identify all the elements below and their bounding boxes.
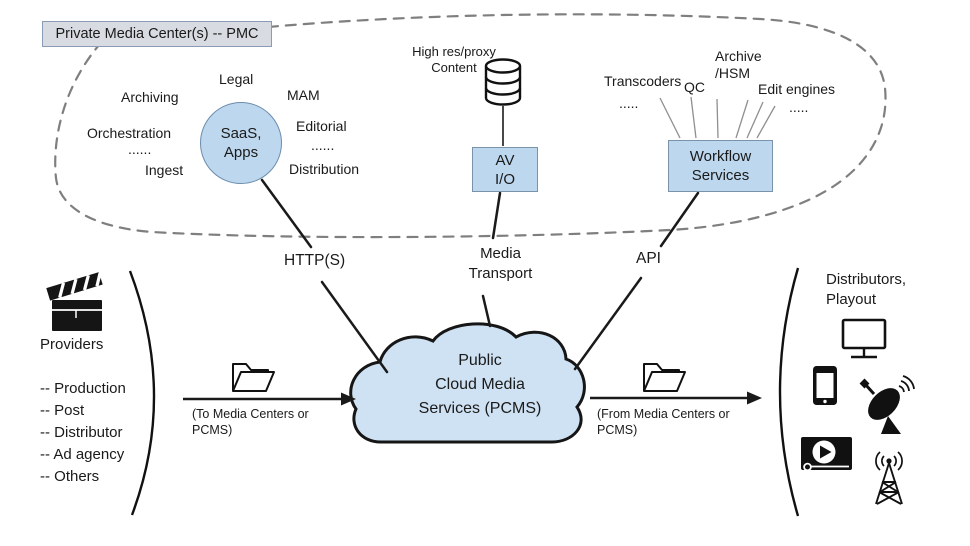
avio-line2: I/O (494, 170, 515, 188)
highres-line1: High res/proxy (412, 44, 496, 59)
providers-item: -- Production (40, 380, 126, 397)
label-highres-content: High res/proxy Content (402, 44, 506, 76)
saas-node-line2: Apps (223, 144, 259, 161)
cloud-shape (349, 322, 586, 444)
line-api-cloud (573, 276, 643, 371)
providers-bracket (128, 270, 156, 516)
providers-item: -- Post (40, 402, 85, 419)
pmc-title: Private Media Center(s) -- PMC (55, 26, 259, 42)
connector-lines (260, 178, 700, 374)
line-https-cloud (320, 280, 389, 374)
label-transcoders: Transcoders (604, 73, 682, 89)
pmc-dashed-boundary (54, 13, 887, 239)
archive-line2: /HSM (715, 65, 750, 81)
to-pcms-arrow (183, 392, 356, 406)
providers-list: -- Production -- Post -- Distributor -- … (40, 380, 126, 490)
providers-item: -- Ad agency (40, 446, 125, 463)
caption-to-media: (To Media Centers or PCMS) (192, 407, 309, 437)
label-orchestration-dots: ...... (128, 141, 152, 157)
highres-line2: Content (431, 60, 477, 75)
monitor-icon (841, 318, 887, 359)
label-edit-engines-dots: ..... (789, 99, 809, 115)
distributors-line2: Playout (826, 291, 877, 308)
workflow-line1: Workflow (689, 148, 752, 165)
label-archive-hsm: Archive /HSM (715, 48, 762, 82)
label-api: API (636, 250, 661, 267)
workflow-line2: Services (691, 167, 750, 184)
label-ingest: Ingest (145, 162, 184, 178)
label-media-transport: Media Transport (458, 244, 543, 284)
line-saas-https (260, 178, 313, 249)
workflow-fan-lines (659, 96, 776, 139)
label-https: HTTP(S) (284, 252, 346, 269)
line-mediatransport-cloud (481, 294, 492, 328)
database-icon (484, 58, 522, 106)
broadcast-tower-icon (875, 451, 903, 505)
smartphone-icon (813, 366, 837, 405)
folder-out-icon (232, 363, 275, 392)
label-legal: Legal (219, 71, 254, 87)
saas-node-line1: SaaS, (220, 125, 262, 142)
distributors-bracket (778, 267, 800, 517)
label-editorial: Editorial (296, 118, 347, 134)
from-pcms-arrow (590, 391, 762, 405)
archive-line1: Archive (715, 48, 762, 64)
label-transcoders-dots: ..... (619, 95, 639, 111)
cloud-line3: Services (PCMS) (418, 400, 542, 417)
satellite-dish-icon (859, 375, 915, 434)
label-editorial-dots: ...... (311, 137, 335, 153)
folder-in-icon (643, 363, 686, 392)
media-transport-line1: Media (480, 245, 521, 262)
providers-title: Providers (40, 336, 104, 353)
providers-item: -- Distributor (40, 424, 123, 441)
label-mam: MAM (287, 87, 320, 103)
cloud-label: Public Cloud Media Services (PCMS) (385, 349, 575, 421)
cloud-line2: Cloud Media (435, 376, 525, 393)
av-io-node: AV I/O (472, 147, 538, 192)
providers-item: -- Others (40, 468, 100, 485)
pmc-title-box: Private Media Center(s) -- PMC (42, 21, 272, 47)
media-transport-line2: Transport (468, 265, 533, 282)
label-qc: QC (684, 79, 705, 95)
distributors-line1: Distributors, (826, 271, 907, 288)
line-avio-mediatransport (491, 191, 502, 240)
caption-from-media: (From Media Centers or PCMS) (597, 407, 730, 437)
video-player-icon (801, 437, 852, 472)
cloud-line1: Public (458, 352, 502, 369)
label-distribution: Distribution (289, 161, 360, 177)
avio-line1: AV (495, 151, 515, 169)
workflow-services-node: Workflow Services (668, 140, 773, 192)
label-edit-engines: Edit engines (758, 81, 836, 97)
clapperboard-icon (46, 272, 103, 331)
line-workflow-api (659, 191, 700, 248)
label-archiving: Archiving (121, 89, 179, 105)
label-orchestration: Orchestration (87, 125, 172, 141)
saas-apps-node: SaaS, Apps (200, 102, 282, 184)
distributors-title: Distributors, Playout (826, 270, 906, 310)
